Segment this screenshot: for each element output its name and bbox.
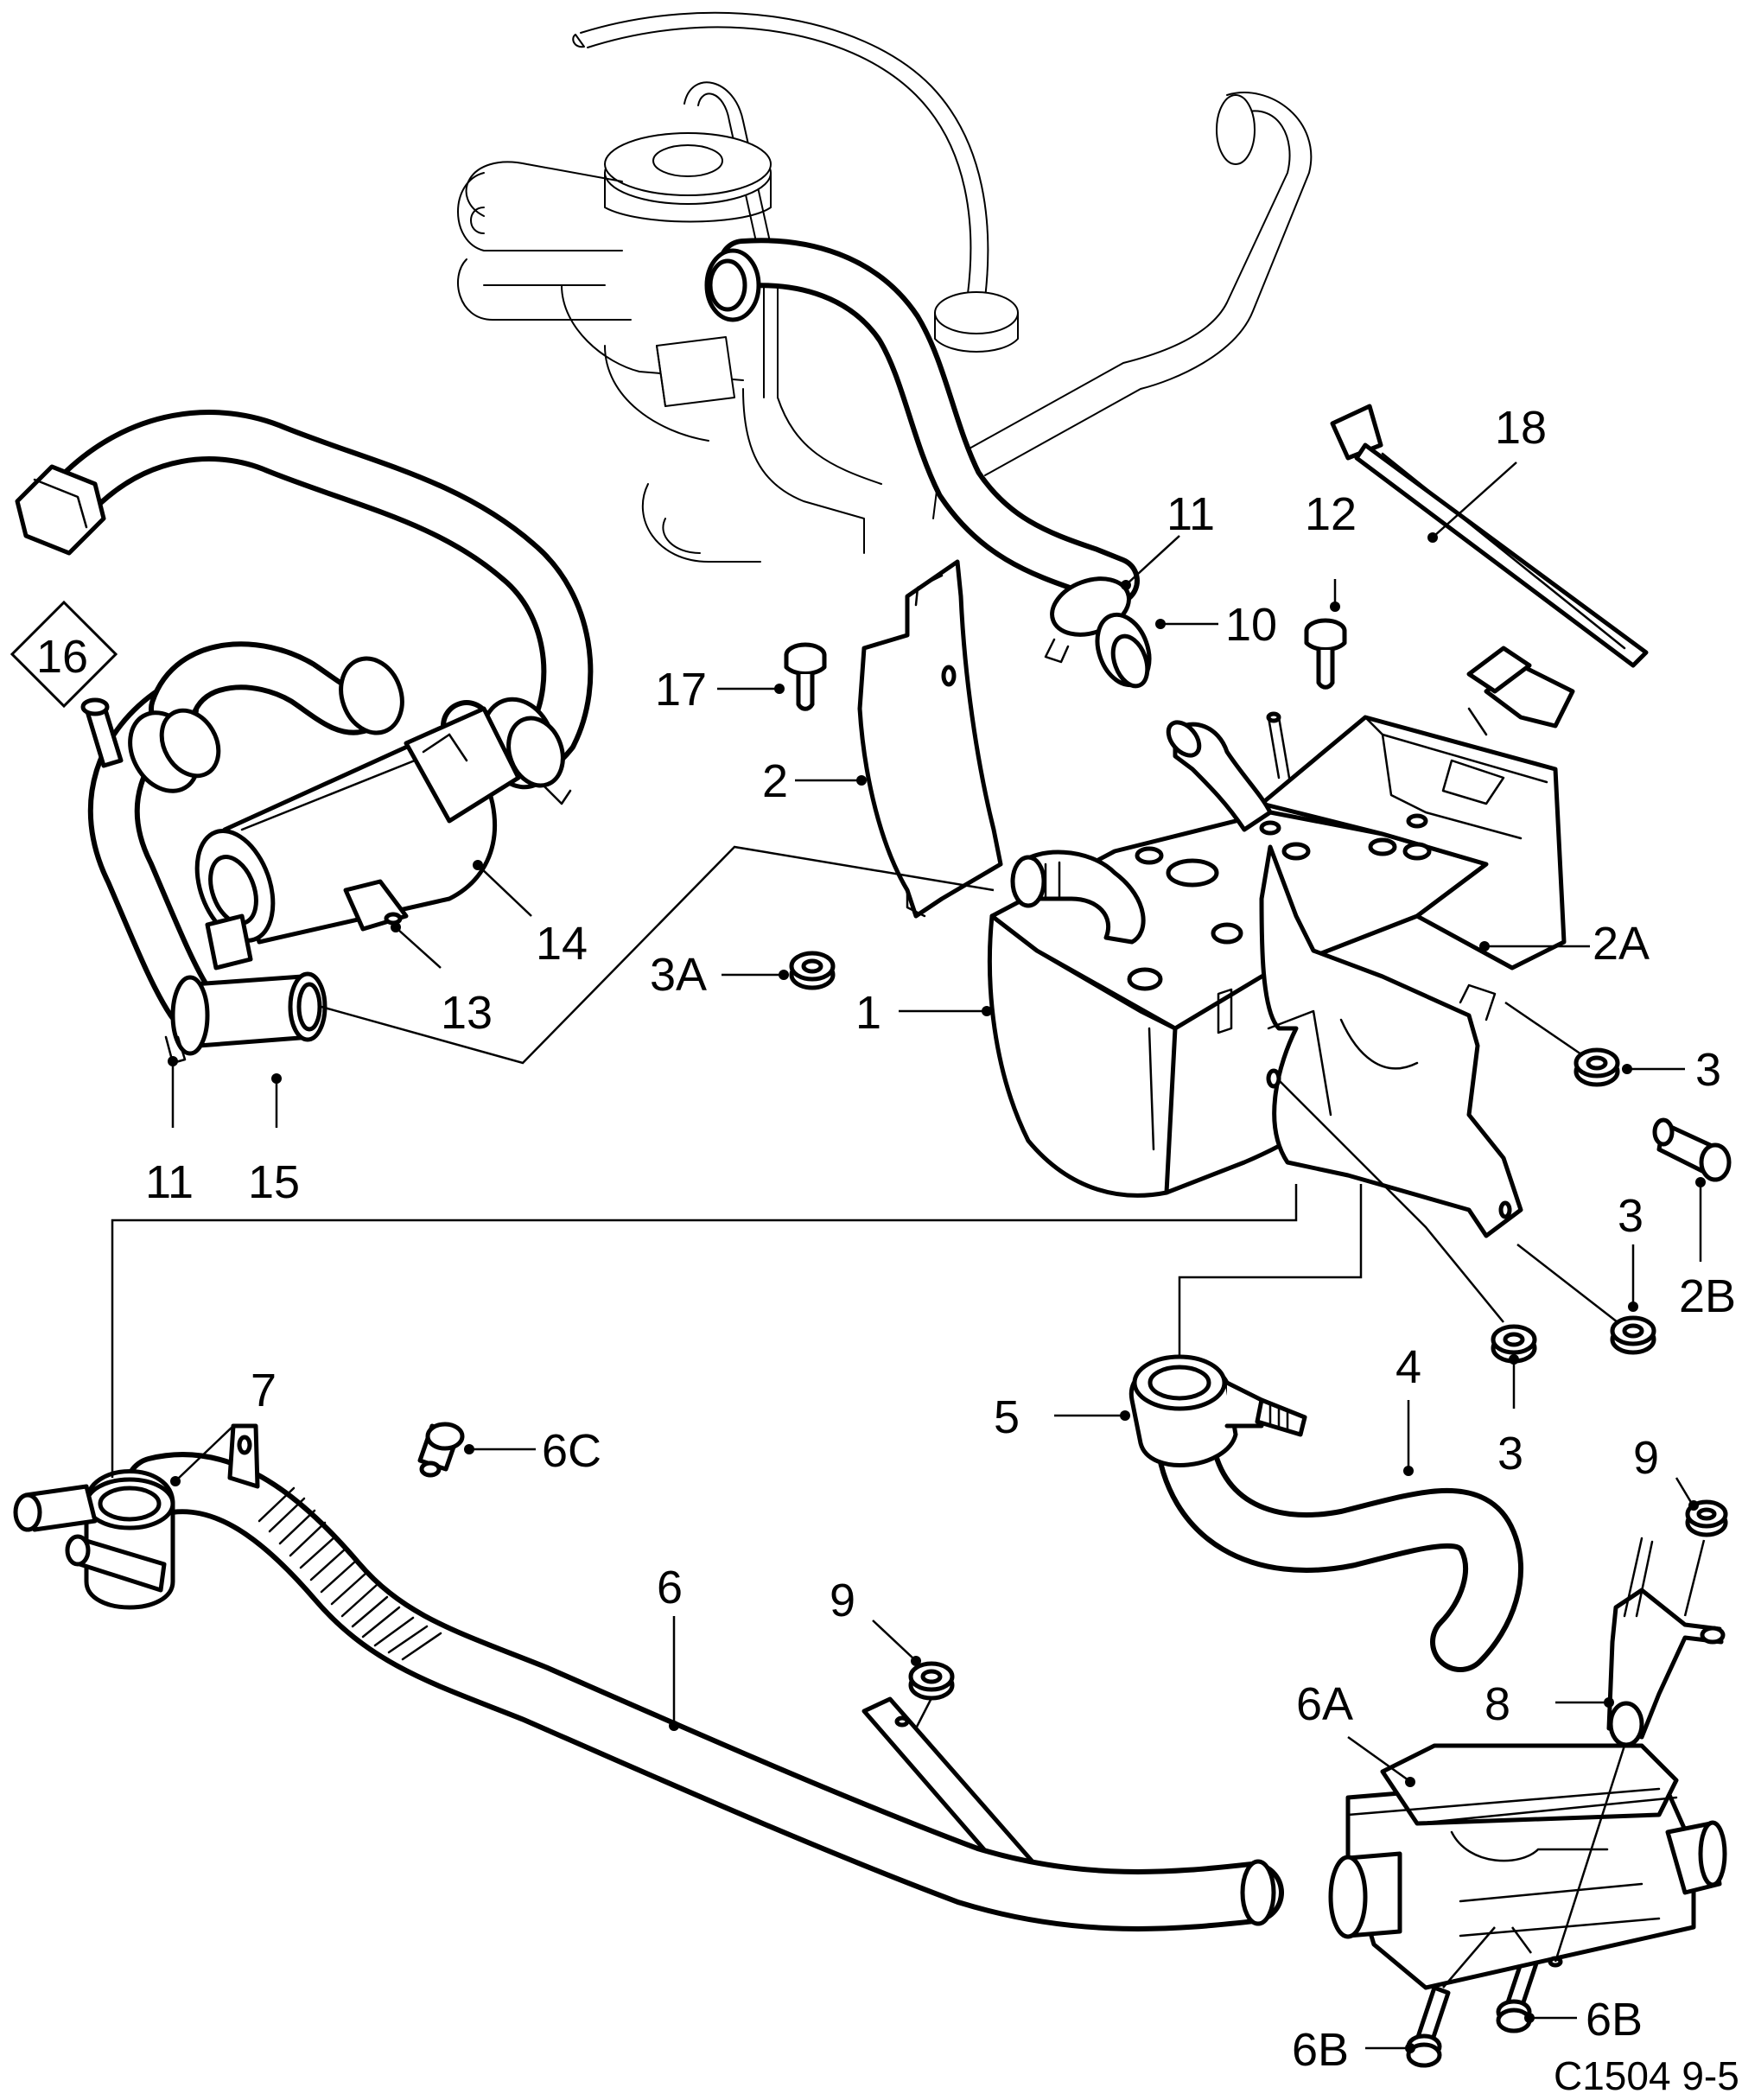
bolt-6c — [417, 1422, 465, 1478]
callout-18: 18 — [1495, 402, 1547, 454]
exhaust-flex-pipe-4 — [1128, 1354, 1523, 1672]
heater-unit-1 — [987, 646, 1575, 1198]
nut-9-right — [1685, 1499, 1728, 1537]
callout-1: 1 — [855, 987, 881, 1039]
callout-5: 5 — [994, 1391, 1020, 1443]
callout-16-diamond — [10, 600, 118, 709]
callout-16: 16 — [36, 631, 88, 683]
figure-code: C1504 9-5 — [1554, 2053, 1739, 2098]
callout-3-upper: 3 — [1695, 1044, 1721, 1096]
callout-7: 7 — [251, 1365, 277, 1416]
callout-6b-left: 6B — [1292, 2024, 1349, 2076]
callout-3-lower-right: 3 — [1618, 1190, 1643, 1242]
cable-tie-18 — [1330, 404, 1649, 668]
callout-11-left: 11 — [145, 1156, 194, 1208]
callout-3-lower: 3 — [1497, 1428, 1523, 1480]
bracket-2a — [1259, 844, 1523, 1238]
callout-2b: 2B — [1679, 1270, 1736, 1322]
callout-6a: 6A — [1296, 1678, 1353, 1730]
muffler-6a — [1328, 1743, 1727, 1990]
callout-17: 17 — [655, 664, 707, 716]
nut-3-lower — [1491, 1324, 1537, 1364]
callout-12: 12 — [1305, 488, 1357, 540]
nut-3a — [789, 951, 836, 990]
coolant-hose-upper — [704, 238, 1152, 689]
nut-9-left — [908, 1661, 955, 1701]
hanger-8 — [1606, 1537, 1726, 1747]
callout-labels: 18 11 12 10 17 2 16 14 13 3A 1 2A 3 2B 3… — [36, 402, 1739, 2098]
pump-assembly — [15, 410, 594, 1065]
leader-lines — [10, 461, 1706, 2053]
callout-6b-right: 6B — [1586, 1994, 1643, 2046]
callout-3a: 3A — [650, 949, 707, 1001]
nut-3-lower-right — [1610, 1315, 1656, 1355]
background-hoses — [457, 11, 1313, 563]
bolt-6b-left — [1406, 1985, 1451, 2068]
callout-9-right: 9 — [1633, 1432, 1659, 1484]
callout-13: 13 — [441, 987, 493, 1039]
bolt-12 — [1304, 618, 1347, 690]
bolt-2b — [1652, 1117, 1732, 1182]
nut-3-upper — [1574, 1047, 1620, 1087]
callout-6: 6 — [657, 1562, 683, 1613]
callout-14: 14 — [536, 918, 588, 970]
callout-8: 8 — [1485, 1678, 1510, 1730]
callout-2a: 2A — [1593, 918, 1650, 970]
callout-2: 2 — [762, 755, 788, 807]
callout-6c: 6C — [542, 1425, 601, 1477]
exhaust-pipe-6 — [13, 1423, 1284, 1931]
callout-4: 4 — [1396, 1341, 1421, 1393]
callout-15: 15 — [248, 1156, 300, 1208]
fasteners — [417, 618, 1732, 2068]
bracket-2 — [857, 559, 1003, 919]
bolt-17 — [784, 642, 827, 711]
callout-11-top: 11 — [1167, 488, 1215, 540]
callout-9-left: 9 — [830, 1575, 855, 1626]
callout-10: 10 — [1225, 599, 1277, 651]
